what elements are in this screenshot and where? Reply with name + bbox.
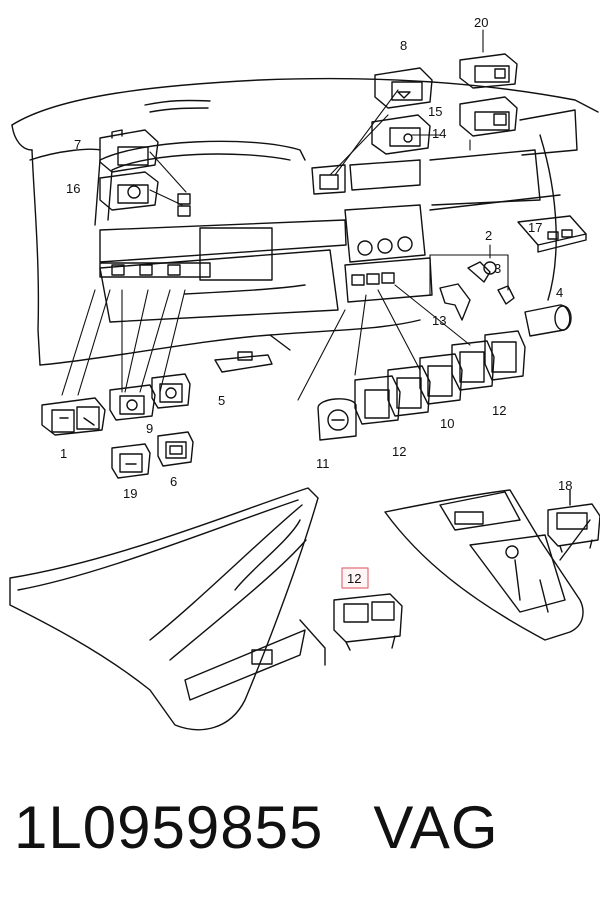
callout-6: 6 [170, 474, 177, 489]
callout-11: 11 [316, 456, 330, 471]
switch-8 [374, 67, 433, 109]
callout-2: 2 [485, 228, 492, 243]
callout-10: 10 [440, 416, 454, 431]
switch-9a [109, 384, 156, 421]
callout-4: 4 [556, 285, 563, 300]
brand-label: VAG [373, 794, 499, 861]
callout-9: 9 [146, 421, 153, 436]
callout-17: 17 [528, 220, 542, 235]
callout-8: 8 [400, 38, 407, 53]
callout-5: 5 [218, 393, 225, 408]
cigar-lighter-4 [524, 304, 572, 337]
center-console [384, 489, 591, 641]
switch-2-3 [467, 261, 515, 305]
part-number-caption: 1L0959855 VAG [14, 788, 499, 868]
callout-1: 1 [60, 446, 67, 461]
parts-exploded-diagram: 1 2 3 4 5 6 7 8 9 10 11 12 12 12 13 14 1… [9, 15, 600, 731]
callout-16: 16 [66, 181, 80, 196]
callout-12a: 12 [392, 444, 406, 459]
switch-12-group [354, 330, 526, 425]
callout-numbers: 1 2 3 4 5 6 7 8 9 10 11 12 12 12 13 14 1… [60, 15, 572, 586]
switch-5 [214, 351, 273, 373]
switch-18 [547, 489, 600, 553]
switch-14 [371, 114, 431, 155]
switch-1 [41, 397, 106, 436]
switch-13 [439, 283, 471, 321]
dashboard-outline [11, 77, 599, 366]
callout-13: 13 [432, 313, 446, 328]
callout-18: 18 [558, 478, 572, 493]
door-panel [9, 487, 326, 731]
switch-12-door [333, 593, 403, 651]
callout-14: 14 [432, 126, 446, 141]
switch-20 [459, 53, 518, 89]
callout-19: 19 [123, 486, 137, 501]
callout-3: 3 [494, 261, 501, 276]
part-number: 1L0959855 [14, 794, 324, 861]
switch-6 [157, 431, 194, 467]
switch-16 [99, 171, 159, 211]
switch-17 [517, 215, 587, 253]
callout-12b: 12 [492, 403, 506, 418]
highlight-box-12 [341, 567, 369, 589]
callout-7: 7 [74, 137, 81, 152]
switch-11 [317, 398, 357, 441]
switch-7 [99, 129, 159, 173]
callout-12c: 12 [347, 571, 361, 586]
switch-15 [459, 96, 518, 137]
callout-15: 15 [428, 104, 442, 119]
switch-9b [151, 373, 191, 409]
leader-lines [61, 29, 509, 401]
callout-20: 20 [474, 15, 488, 30]
switch-19 [111, 443, 151, 479]
